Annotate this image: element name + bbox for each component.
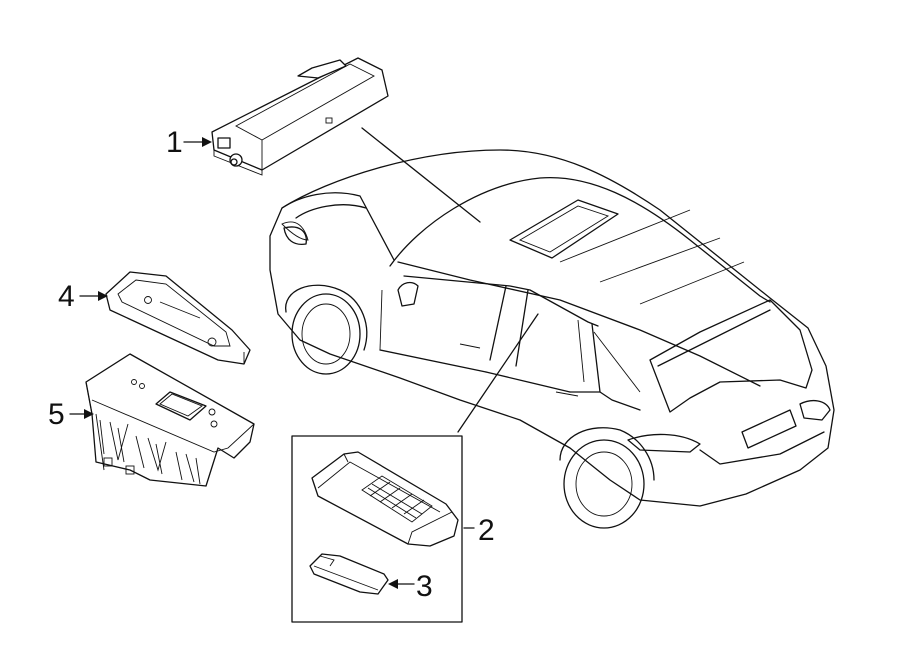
part-3-emergency-key[interactable] <box>309 553 389 595</box>
leader-line-2 <box>457 313 539 433</box>
callout-3: 3 <box>388 570 433 603</box>
callout-5: 5 <box>48 398 94 431</box>
part-5-console[interactable] <box>85 353 255 487</box>
callout-5-label: 5 <box>48 398 65 431</box>
callout-3-label: 3 <box>416 570 433 603</box>
callout-4-label: 4 <box>58 280 75 313</box>
part-4-housing[interactable] <box>105 271 251 365</box>
leader-line-1 <box>361 127 481 223</box>
callout-1-label: 1 <box>166 126 183 159</box>
callout-2: 2 <box>463 514 495 547</box>
callout-2-label: 2 <box>478 514 495 547</box>
callout-1: 1 <box>166 126 212 159</box>
part-1-module[interactable] <box>211 57 389 176</box>
callout-4: 4 <box>58 280 108 313</box>
part-2-remote-key[interactable] <box>311 451 459 547</box>
vehicle-suv <box>269 149 835 529</box>
inset-box <box>291 435 463 623</box>
